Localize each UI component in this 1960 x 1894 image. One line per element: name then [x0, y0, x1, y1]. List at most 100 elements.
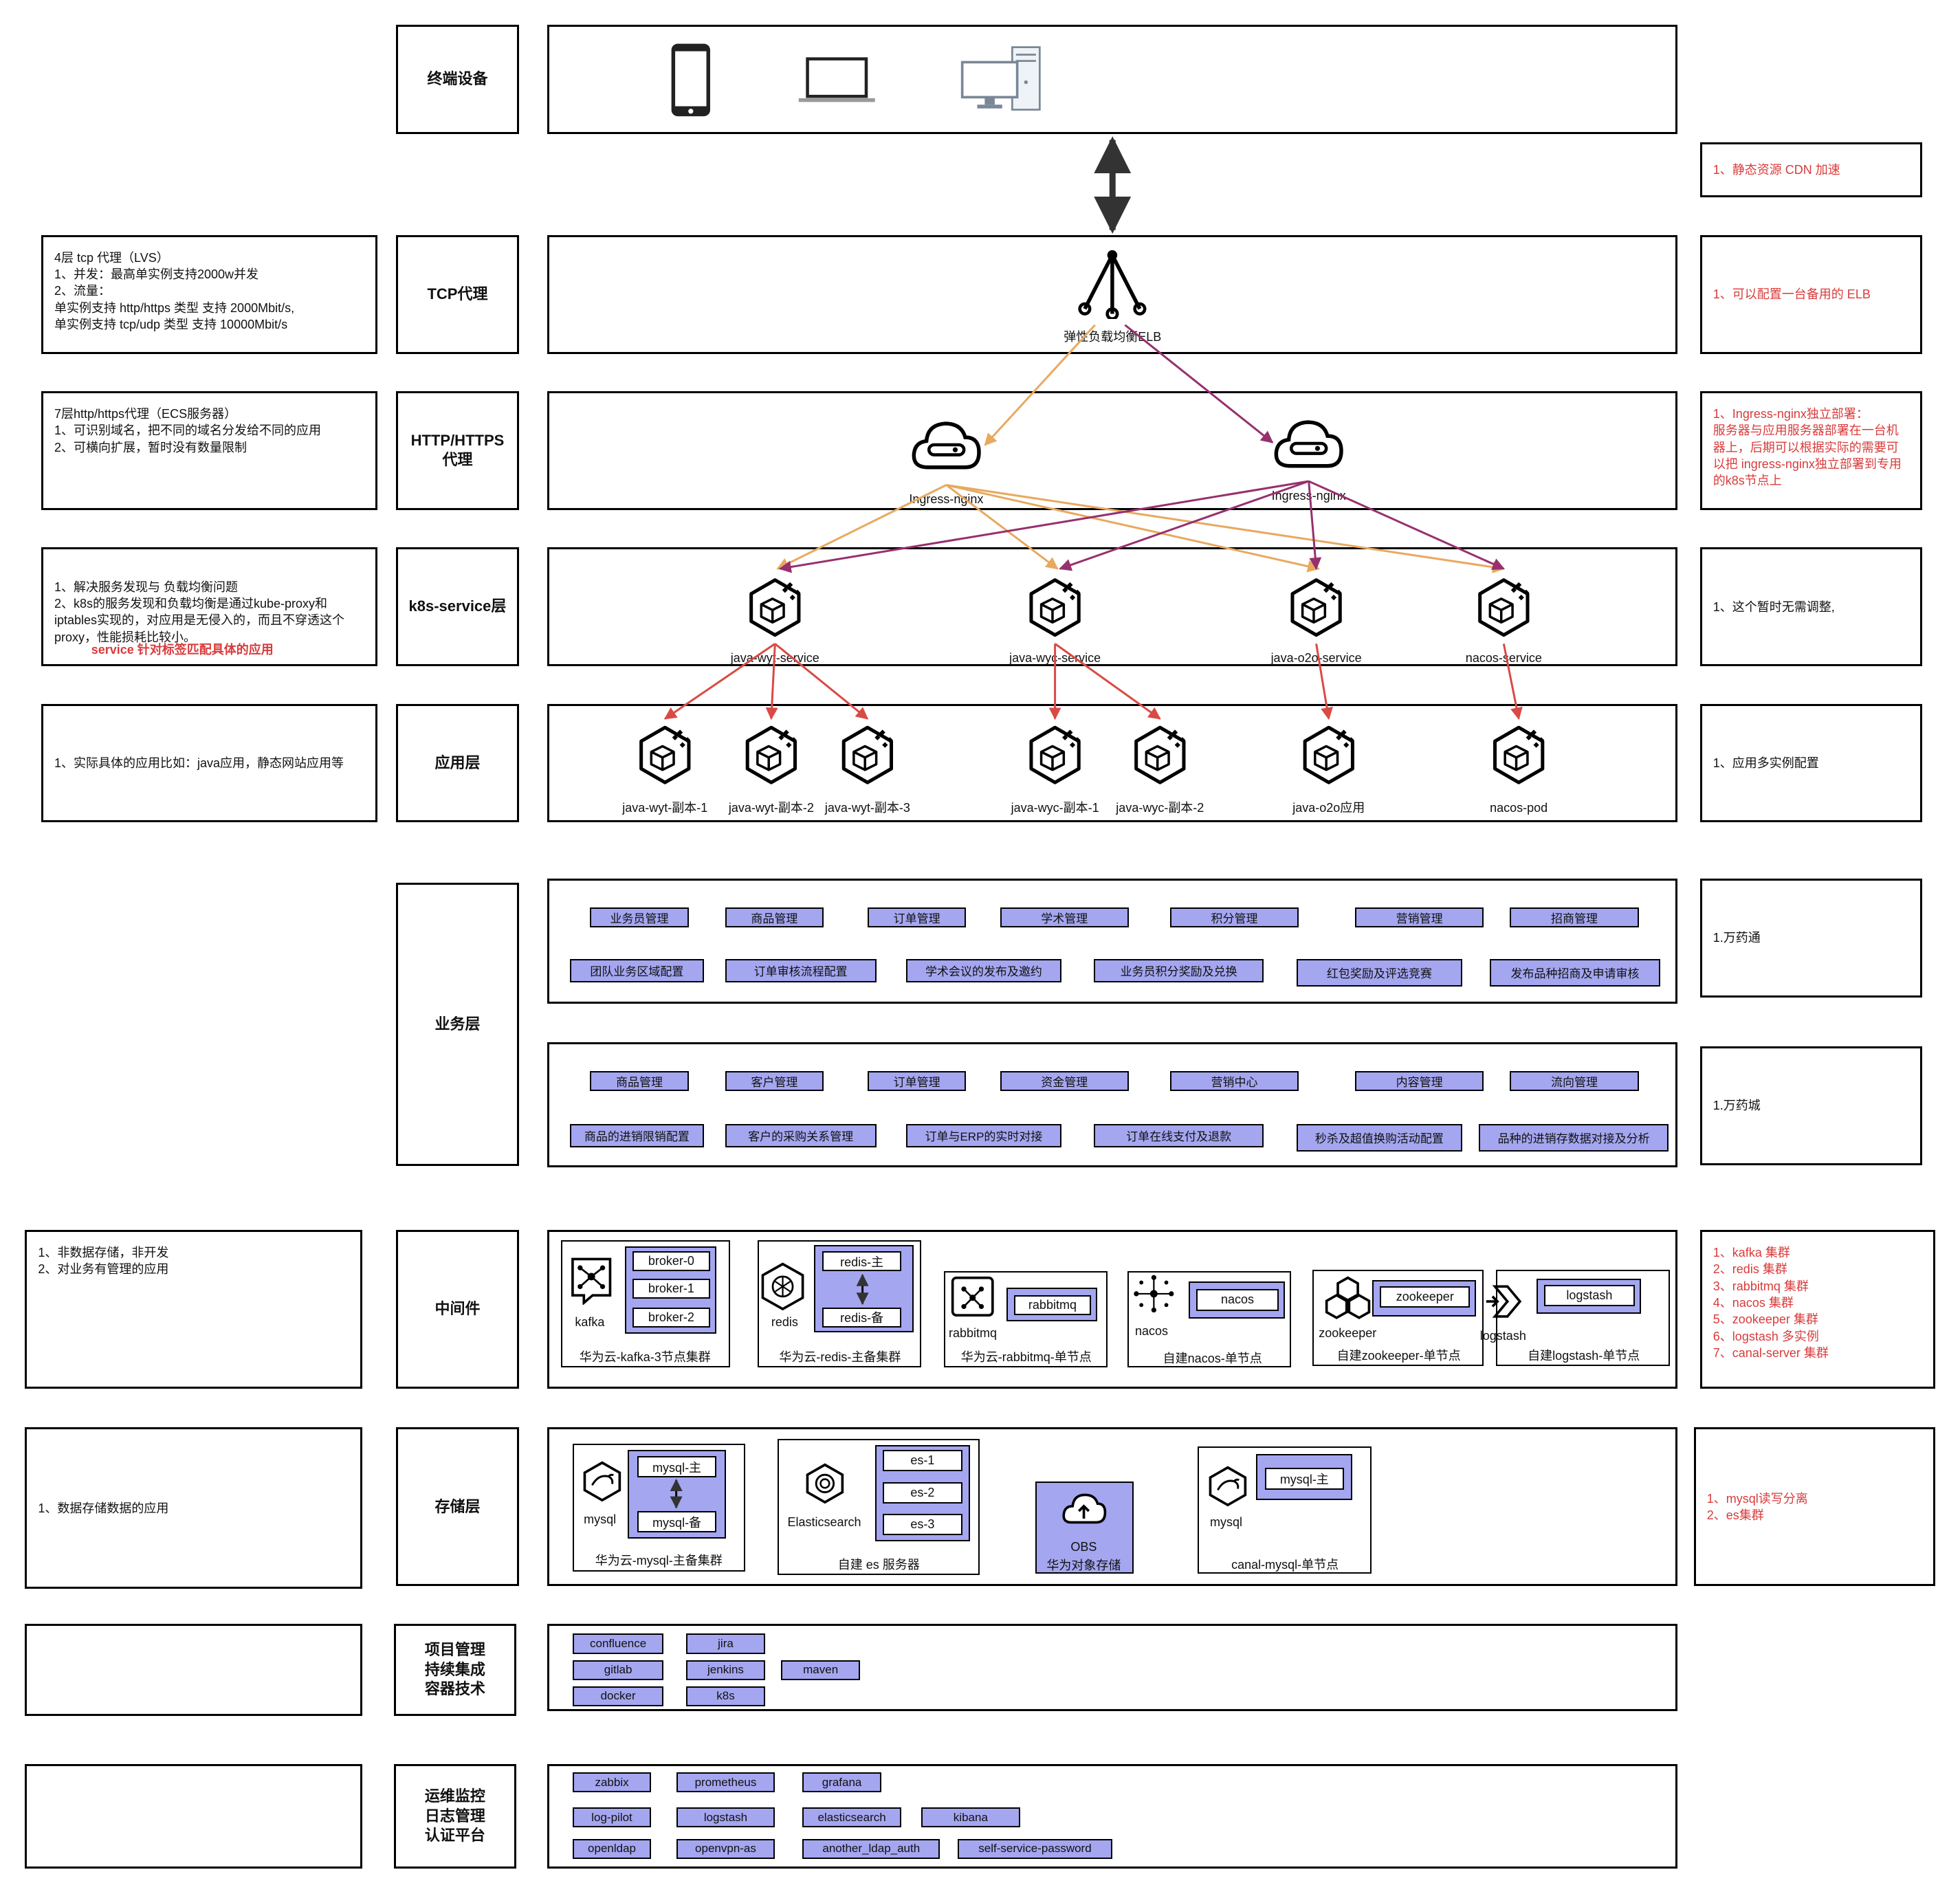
note-right-k8s: 1、这个暂时无需调整,: [1699, 547, 1923, 667]
es-node-1: es-1: [882, 1450, 963, 1472]
kafka-label: kafka: [575, 1314, 605, 1329]
redis-standby: redis-备: [822, 1307, 901, 1328]
business-frame-2: [547, 1042, 1678, 1168]
biz2-chip: 订单在线支付及退款: [1093, 1123, 1264, 1148]
logstash-node: logstash: [1543, 1285, 1636, 1307]
biz2-chip: 订单与ERP的实时对接: [906, 1123, 1061, 1148]
terminal-frame: [547, 25, 1678, 134]
biz2-chip: 客户的采购关系管理: [725, 1123, 877, 1148]
biz2-chip: 流向管理: [1510, 1071, 1639, 1092]
obs-caption: 华为对象存储: [1046, 1559, 1121, 1573]
tcp-frame: [547, 234, 1678, 354]
biz1-chip: 红包奖励及评选竞赛: [1296, 958, 1463, 987]
es-caption: 自建 es 服务器: [837, 1557, 920, 1572]
rabbitmq-box: [943, 1271, 1108, 1368]
tool-chip-self-service-password: self-service-password: [957, 1838, 1113, 1859]
biz2-chip: 订单管理: [867, 1071, 967, 1092]
canal-mysql-box: [1197, 1446, 1372, 1574]
note-right-biz2: 1.万药城: [1699, 1046, 1923, 1165]
canal-mysql-label: mysql: [1210, 1515, 1243, 1529]
kafka-icon: [571, 1257, 612, 1306]
tool-chip-jenkins: jenkins: [686, 1660, 765, 1680]
obs-cloud-upload-icon: [1062, 1493, 1107, 1524]
middleware-frame: [547, 1230, 1678, 1389]
mysql-cluster-box: [572, 1444, 745, 1572]
note-right-storage: 1、mysql读写分离 2、es集群: [1693, 1427, 1935, 1587]
nacos-label: nacos: [1134, 1323, 1168, 1338]
logstash-icon: [1486, 1285, 1522, 1318]
tool-chip-prometheus: prometheus: [676, 1772, 775, 1793]
pod-label-o2o: java-o2o应用: [1292, 801, 1365, 815]
ingress-label-1: Ingress-nginx: [909, 492, 984, 507]
storage-frame: [547, 1427, 1678, 1587]
layer-label-app: 应用层: [396, 703, 519, 823]
note-right-app: 1、应用多实例配置: [1699, 703, 1923, 823]
biz1-chip: 学术管理: [1000, 907, 1129, 928]
service-label-java-o2o: java-o2o-service: [1270, 651, 1362, 665]
redis-cluster-box: [757, 1240, 922, 1368]
layer-label-ops: 运维监控 日志管理 认证平台: [393, 1763, 516, 1869]
kafka-broker-1: broker-1: [632, 1279, 710, 1299]
mysql-label: mysql: [584, 1512, 617, 1527]
biz1-chip: 商品管理: [725, 907, 824, 928]
tool-chip-k8s: k8s: [686, 1686, 765, 1706]
pod-label-wyt-2: java-wyt-副本-2: [728, 801, 814, 815]
biz1-chip: 业务员管理: [590, 907, 689, 928]
obs-label: OBS: [1070, 1540, 1097, 1554]
tool-chip-jira: jira: [686, 1633, 765, 1654]
service-label-nacos: nacos-service: [1465, 651, 1542, 665]
devops-frame: [547, 1623, 1678, 1712]
logstash-label: logstash: [1479, 1328, 1526, 1343]
pod-label-wyt-1: java-wyt-副本-1: [622, 801, 708, 815]
tool-chip-openvpn-as: openvpn-as: [676, 1838, 775, 1859]
note-left-storage: 1、数据存储数据的应用: [25, 1427, 363, 1589]
canal-caption: canal-mysql-单节点: [1231, 1557, 1339, 1572]
zookeeper-label: zookeeper: [1319, 1326, 1377, 1341]
biz1-chip: 订单管理: [867, 907, 967, 928]
nacos-box: [1127, 1271, 1292, 1368]
smartphone-icon: [671, 43, 710, 117]
nacos-icon: [1134, 1275, 1174, 1313]
biz1-chip: 团队业务区域配置: [570, 958, 704, 983]
rabbitmq-icon: [951, 1276, 994, 1317]
tool-chip-logstash: logstash: [676, 1807, 775, 1828]
tool-chip-docker: docker: [572, 1686, 664, 1706]
note-right-elb: 1、可以配置一台备用的 ELB: [1699, 234, 1923, 354]
laptop-icon: [798, 57, 875, 102]
rabbitmq-label: rabbitmq: [949, 1326, 998, 1341]
layer-label-http: HTTP/HTTPS 代理: [396, 391, 519, 510]
redis-label: redis: [771, 1314, 798, 1329]
biz2-chip: 营销中心: [1169, 1071, 1299, 1092]
note-left-k8s-text: 1、解决服务发现与 负载均衡问题 2、k8s的服务发现和负载均衡是通过kube-…: [54, 580, 345, 644]
biz1-chip: 学术会议的发布及邀约: [906, 958, 1061, 983]
es-node-2: es-2: [882, 1482, 963, 1504]
layer-label-k8s: k8s-service层: [396, 547, 519, 667]
note-left-devops: [25, 1623, 363, 1717]
tool-chip-log-pilot: log-pilot: [572, 1807, 652, 1828]
note-right-http: 1、Ingress-nginx独立部署： 服务器与应用服务器部署在一台机器上，后…: [1699, 391, 1923, 510]
zookeeper-icon: [1325, 1276, 1370, 1319]
note-left-ops: [25, 1763, 363, 1869]
ingress-label-2: Ingress-nginx: [1271, 488, 1346, 503]
biz1-chip: 招商管理: [1510, 907, 1639, 928]
logstash-box: [1496, 1270, 1671, 1367]
biz2-chip: 商品的进销限销配置: [570, 1123, 704, 1148]
note-left-http: 7层http/https代理（ECS服务器） 1、可识别域名，把不同的域名分发给…: [41, 391, 378, 510]
k8s-frame: [547, 547, 1678, 667]
service-label-java-wyt: java-wyt-service: [730, 651, 819, 665]
biz2-chip: 资金管理: [1000, 1071, 1129, 1092]
tool-chip-elasticsearch: elasticsearch: [802, 1807, 901, 1828]
biz2-chip: 品种的进销存数据对接及分析: [1478, 1123, 1669, 1152]
zookeeper-caption: 自建zookeeper-单节点: [1336, 1348, 1461, 1363]
redis-master: redis-主: [822, 1251, 901, 1272]
elb-label: 弹性负载均衡ELB: [1064, 330, 1162, 344]
kafka-caption: 华为云-kafka-3节点集群: [579, 1350, 711, 1364]
note-right-cdn: 1、静态资源 CDN 加速: [1699, 142, 1923, 198]
tool-chip-zabbix: zabbix: [572, 1772, 652, 1793]
desktop-computer-icon: [961, 46, 1042, 111]
tool-chip-gitlab: gitlab: [572, 1660, 664, 1680]
layer-label-storage: 存储层: [396, 1427, 519, 1587]
nacos-caption: 自建nacos-单节点: [1163, 1351, 1262, 1365]
elasticsearch-label: Elasticsearch: [787, 1515, 861, 1529]
